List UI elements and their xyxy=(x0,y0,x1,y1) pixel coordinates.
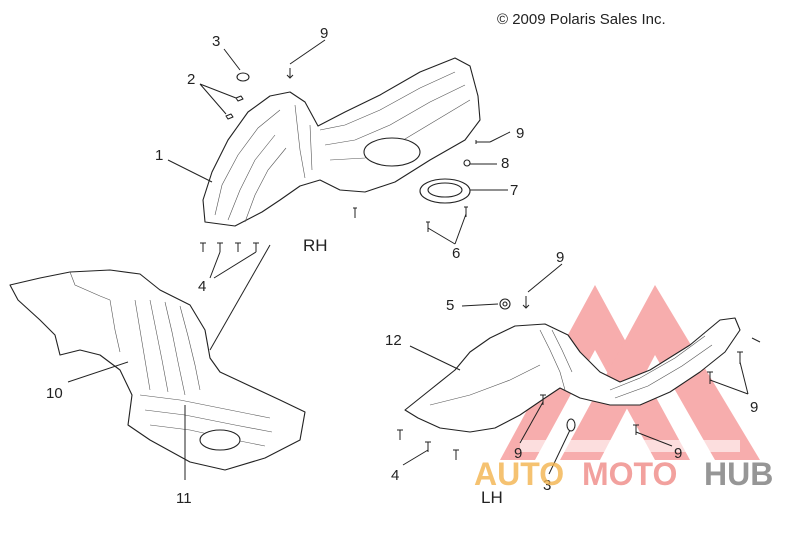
rivets-4-rh xyxy=(200,242,259,252)
callout-8: 8 xyxy=(501,155,509,172)
callout-9-lh-mid: 9 xyxy=(674,445,682,462)
fastener-9-rh-top xyxy=(286,68,294,79)
callout-2: 2 xyxy=(187,71,195,88)
callout-11: 11 xyxy=(176,490,192,507)
callout-4-lh: 4 xyxy=(391,467,399,484)
nut-8 xyxy=(463,159,471,167)
screw-6a xyxy=(426,221,430,232)
leader-lines xyxy=(67,39,749,480)
fastener-9-lh-left xyxy=(540,394,546,405)
label-rh: RH xyxy=(303,236,328,255)
fastener-9-lh-top xyxy=(522,296,530,309)
clip-2a xyxy=(235,95,244,102)
fastener-9-lh-mid xyxy=(633,424,639,435)
svg-text:MOTO: MOTO xyxy=(582,456,677,492)
fastener-9-rh-right xyxy=(475,140,490,144)
rh-inner-fender-panel xyxy=(202,57,481,227)
callout-7: 7 xyxy=(510,182,518,199)
clip-2b xyxy=(225,113,234,120)
watermark-wordmark: AUTO MOTO HUB xyxy=(474,456,773,492)
lh-inner-fender-panel xyxy=(404,317,741,433)
callout-3-lh: 3 xyxy=(543,477,551,494)
callout-9-rh-right: 9 xyxy=(516,125,524,142)
svg-text:HUB: HUB xyxy=(704,456,773,492)
callout-10: 10 xyxy=(46,385,63,402)
callout-9-lh-right: 9 xyxy=(750,399,758,416)
callout-12: 12 xyxy=(385,332,402,349)
callout-9-lh-top: 9 xyxy=(556,249,564,266)
callout-9-lh-left: 9 xyxy=(514,445,522,462)
watermark-logo-icon xyxy=(500,285,760,460)
screw-rh-mid xyxy=(353,207,357,218)
floor-liner-panel xyxy=(9,269,306,471)
label-lh: LH xyxy=(481,488,503,507)
copyright-text: © 2009 Polaris Sales Inc. xyxy=(497,11,666,28)
svg-text:AUTO: AUTO xyxy=(474,456,564,492)
nut-5 xyxy=(499,298,511,310)
callout-6: 6 xyxy=(452,245,460,262)
callout-1: 1 xyxy=(155,147,163,164)
callout-9-rh-top: 9 xyxy=(320,25,328,42)
grommet-3-lh xyxy=(566,418,576,432)
speaker-ring-7 xyxy=(419,178,471,204)
rivets-4-lh xyxy=(397,429,459,460)
callout-5: 5 xyxy=(446,297,454,314)
callout-3-rh: 3 xyxy=(212,33,220,50)
callout-4-rh: 4 xyxy=(198,278,206,295)
screw-6b xyxy=(464,206,468,217)
grommet-3-rh xyxy=(236,72,250,82)
